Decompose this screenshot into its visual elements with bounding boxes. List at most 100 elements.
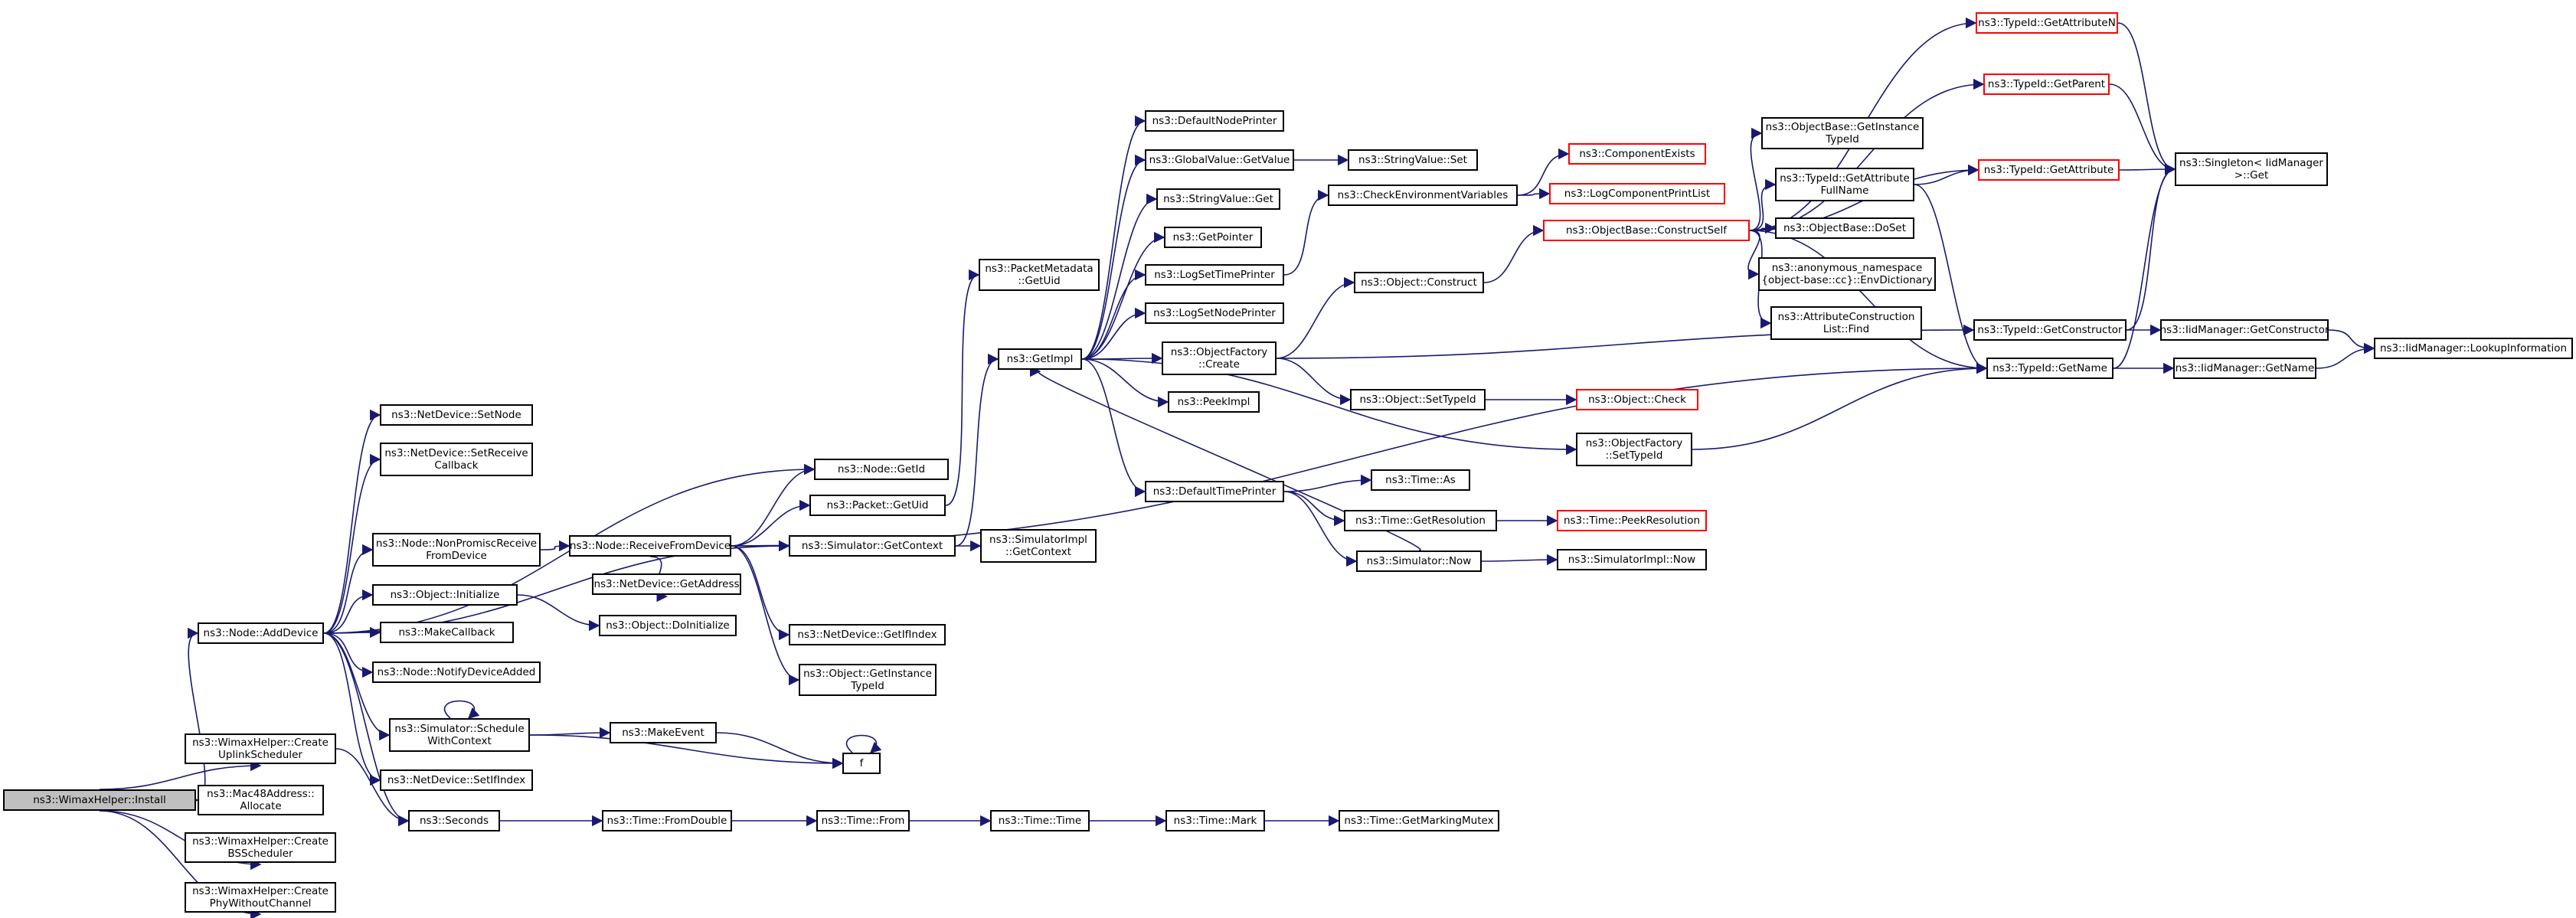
edge-constructself-to-typeid_getparent bbox=[1749, 78, 1985, 231]
node-envdictionary[interactable]: ns3::anonymous_namespace {object-base::c… bbox=[1758, 257, 1936, 291]
node-pm-getuid[interactable]: ns3::PacketMetadata ::GetUid bbox=[979, 259, 1100, 291]
edge-iid_getconstructor-to-iid_lookupinfo bbox=[2328, 329, 2375, 354]
node-typeid-getattrfull[interactable]: ns3::TypeId::GetAttribute FullName bbox=[1775, 168, 1914, 201]
node-iid-getname[interactable]: ns3::IidManager::GetName bbox=[2173, 358, 2316, 379]
node-singleton-get[interactable]: ns3::Singleton< IidManager >::Get bbox=[2175, 152, 2328, 186]
edge-typeid_getattrn-to-singleton_get bbox=[2117, 22, 2176, 175]
edge-objfactory_create-to-obj_settypeid bbox=[1276, 358, 1352, 406]
node-nd-getifindex[interactable]: ns3::NetDevice::GetIfIndex bbox=[789, 624, 946, 645]
node-objfactory-settypeid[interactable]: ns3::ObjectFactory ::SetTypeId bbox=[1576, 433, 1692, 466]
node-create-bs[interactable]: ns3::WimaxHelper::Create BSScheduler bbox=[185, 832, 336, 863]
node-getpointer[interactable]: ns3::GetPointer bbox=[1164, 227, 1262, 248]
edge-logsettimeprinter-to-checkenv bbox=[1283, 189, 1329, 276]
edge-receive_from-to-nd_getifindex bbox=[731, 545, 790, 641]
edge-schedule_ctx-to-f bbox=[529, 734, 844, 769]
edge-objfactory_create-to-obj_construct bbox=[1276, 276, 1355, 359]
node-obj-check[interactable]: ns3::Object::Check bbox=[1576, 389, 1698, 410]
node-notify-added[interactable]: ns3::Node::NotifyDeviceAdded bbox=[372, 662, 541, 683]
node-obj-settypeid[interactable]: ns3::Object::SetTypeId bbox=[1350, 389, 1486, 410]
edge-create_uplink-to-seconds bbox=[335, 748, 410, 827]
node-simimpl-getcontext[interactable]: ns3::SimulatorImpl ::GetContext bbox=[980, 529, 1097, 563]
edge-add_device-to-seconds bbox=[323, 632, 410, 827]
node-seconds[interactable]: ns3::Seconds bbox=[408, 810, 500, 831]
node-typeid-getconstructor[interactable]: ns3::TypeId::GetConstructor bbox=[1973, 319, 2127, 341]
node-time-peekres[interactable]: ns3::Time::PeekResolution bbox=[1557, 510, 1707, 531]
node-add-device[interactable]: ns3::Node::AddDevice bbox=[198, 622, 324, 644]
node-ob-doset[interactable]: ns3::ObjectBase::DoSet bbox=[1775, 217, 1914, 239]
node-time-mark[interactable]: ns3::Time::Mark bbox=[1165, 810, 1265, 831]
node-makecallback[interactable]: ns3::MakeCallback bbox=[380, 622, 514, 643]
node-gv-getvalue[interactable]: ns3::GlobalValue::GetValue bbox=[1145, 149, 1294, 171]
edge-receive_from-to-packet_getuid bbox=[731, 499, 811, 547]
node-sim-now[interactable]: ns3::Simulator::Now bbox=[1356, 550, 1482, 572]
node-create-phy[interactable]: ns3::WimaxHelper::Create PhyWithoutChann… bbox=[185, 882, 336, 913]
node-peekimpl[interactable]: ns3::PeekImpl bbox=[1168, 391, 1260, 413]
node-ob-getinstance[interactable]: ns3::ObjectBase::GetInstance TypeId bbox=[1761, 117, 1924, 149]
node-nd-setreceive[interactable]: ns3::NetDevice::SetReceive Callback bbox=[380, 443, 533, 476]
node-obj-doinit[interactable]: ns3::Object::DoInitialize bbox=[599, 615, 737, 636]
node-nonpromisc[interactable]: ns3::Node::NonPromiscReceive FromDevice bbox=[372, 533, 541, 567]
node-time-getmarkingmutex[interactable]: ns3::Time::GetMarkingMutex bbox=[1339, 810, 1499, 831]
edge-install-to-create_uplink bbox=[99, 760, 262, 790]
node-getimpl[interactable]: ns3::GetImpl bbox=[998, 348, 1082, 370]
node-iid-lookupinfo[interactable]: ns3::IidManager::LookupInformation bbox=[2374, 338, 2573, 359]
edge-schedule_ctx-to-schedule_ctx bbox=[443, 700, 480, 719]
node-typeid-getparent[interactable]: ns3::TypeId::GetParent bbox=[1983, 74, 2110, 95]
node-logsettimeprinter[interactable]: ns3::LogSetTimePrinter bbox=[1145, 264, 1284, 286]
edge-add_device-to-nd_setnode bbox=[323, 409, 381, 634]
node-obj-initialize[interactable]: ns3::Object::Initialize bbox=[372, 584, 518, 606]
node-componentexists[interactable]: ns3::ComponentExists bbox=[1568, 143, 1706, 165]
node-typeid-getattr[interactable]: ns3::TypeId::GetAttribute bbox=[1978, 159, 2120, 181]
node-packet-getuid[interactable]: ns3::Packet::GetUid bbox=[809, 495, 946, 516]
node-time-from[interactable]: ns3::Time::From bbox=[816, 810, 910, 831]
node-logcomponentprintlist[interactable]: ns3::LogComponentPrintList bbox=[1549, 183, 1725, 204]
edge-getimpl-to-logsettimeprinter bbox=[1081, 269, 1146, 360]
node-sv-set[interactable]: ns3::StringValue::Set bbox=[1348, 149, 1478, 171]
node-simimpl-now[interactable]: ns3::SimulatorImpl::Now bbox=[1557, 549, 1707, 570]
edge-getimpl-to-sv_get bbox=[1081, 193, 1158, 360]
node-nd-setnode[interactable]: ns3::NetDevice::SetNode bbox=[380, 404, 533, 426]
edge-add_device-to-nd_setreceive bbox=[323, 453, 381, 634]
node-create-uplink[interactable]: ns3::WimaxHelper::Create UplinkScheduler bbox=[185, 733, 336, 764]
node-attrconstructionfind[interactable]: ns3::AttributeConstruction List::Find bbox=[1770, 306, 1922, 340]
edge-constructself-to-envdictionary bbox=[1747, 230, 1760, 280]
edge-getimpl-to-objfactory_settypeid bbox=[1081, 358, 1577, 456]
edge-add_device-to-notify_added bbox=[323, 632, 374, 678]
node-objfactory-create[interactable]: ns3::ObjectFactory ::Create bbox=[1162, 341, 1277, 375]
node-checkenv[interactable]: ns3::CheckEnvironmentVariables bbox=[1328, 185, 1518, 206]
node-time-time[interactable]: ns3::Time::Time bbox=[990, 810, 1090, 831]
edge-typeid_getattrfull-to-typeid_getname bbox=[1914, 184, 1988, 374]
node-sim-getcontext[interactable]: ns3::Simulator::GetContext bbox=[789, 535, 956, 557]
node-node-getid[interactable]: ns3::Node::GetId bbox=[814, 459, 949, 480]
node-typeid-getattrn[interactable]: ns3::TypeId::GetAttributeN bbox=[1976, 12, 2118, 34]
node-makeevent[interactable]: ns3::MakeEvent bbox=[610, 722, 717, 743]
node-logsetnodeprinter[interactable]: ns3::LogSetNodePrinter bbox=[1145, 302, 1284, 324]
node-typeid-getname[interactable]: ns3::TypeId::GetName bbox=[1986, 358, 2113, 379]
edge-typeid_getparent-to-singleton_get bbox=[2109, 83, 2176, 175]
node-obj-getinstance[interactable]: ns3::Object::GetInstance TypeId bbox=[799, 664, 937, 696]
node-defaulttimeprinter[interactable]: ns3::DefaultTimePrinter bbox=[1145, 481, 1284, 502]
node-iid-getconstructor[interactable]: ns3::IidManager::GetConstructor bbox=[2160, 319, 2329, 341]
node-receive-from[interactable]: ns3::Node::ReceiveFromDevice bbox=[569, 535, 731, 557]
edge-constructself-to-typeid_getname bbox=[1749, 230, 1988, 374]
node-schedule-ctx[interactable]: ns3::Simulator::Schedule WithContext bbox=[389, 718, 530, 752]
node-nd-setifindex[interactable]: ns3::NetDevice::SetIfIndex bbox=[380, 769, 533, 791]
edge-getimpl-to-logsetnodeprinter bbox=[1081, 307, 1146, 360]
edge-objfactory_settypeid-to-typeid_getname bbox=[1692, 362, 1988, 450]
node-time-getres[interactable]: ns3::Time::GetResolution bbox=[1344, 510, 1497, 531]
node-f[interactable]: f bbox=[842, 753, 881, 774]
node-time-fromdouble[interactable]: ns3::Time::FromDouble bbox=[602, 810, 732, 831]
edge-checkenv-to-logcomponentprintlist bbox=[1517, 188, 1551, 200]
node-mac48-allocate[interactable]: ns3::Mac48Address:: Allocate bbox=[198, 785, 324, 815]
node-obj-construct[interactable]: ns3::Object::Construct bbox=[1354, 272, 1484, 293]
node-defaultnodeprinter[interactable]: ns3::DefaultNodePrinter bbox=[1145, 110, 1284, 132]
node-nd-getaddress[interactable]: ns3::NetDevice::GetAddress bbox=[592, 573, 741, 595]
node-time-as[interactable]: ns3::Time::As bbox=[1371, 469, 1470, 491]
edge-defaulttimeprinter-to-sim_now bbox=[1283, 491, 1358, 567]
edge-constructself-to-typeid_getattrfull bbox=[1749, 178, 1777, 231]
edge-defaulttimeprinter-to-time_getres bbox=[1283, 491, 1345, 527]
node-constructself[interactable]: ns3::ObjectBase::ConstructSelf bbox=[1543, 220, 1750, 241]
node-sv-get[interactable]: ns3::StringValue::Get bbox=[1156, 188, 1280, 210]
edge-getimpl-to-peekimpl bbox=[1081, 358, 1169, 408]
